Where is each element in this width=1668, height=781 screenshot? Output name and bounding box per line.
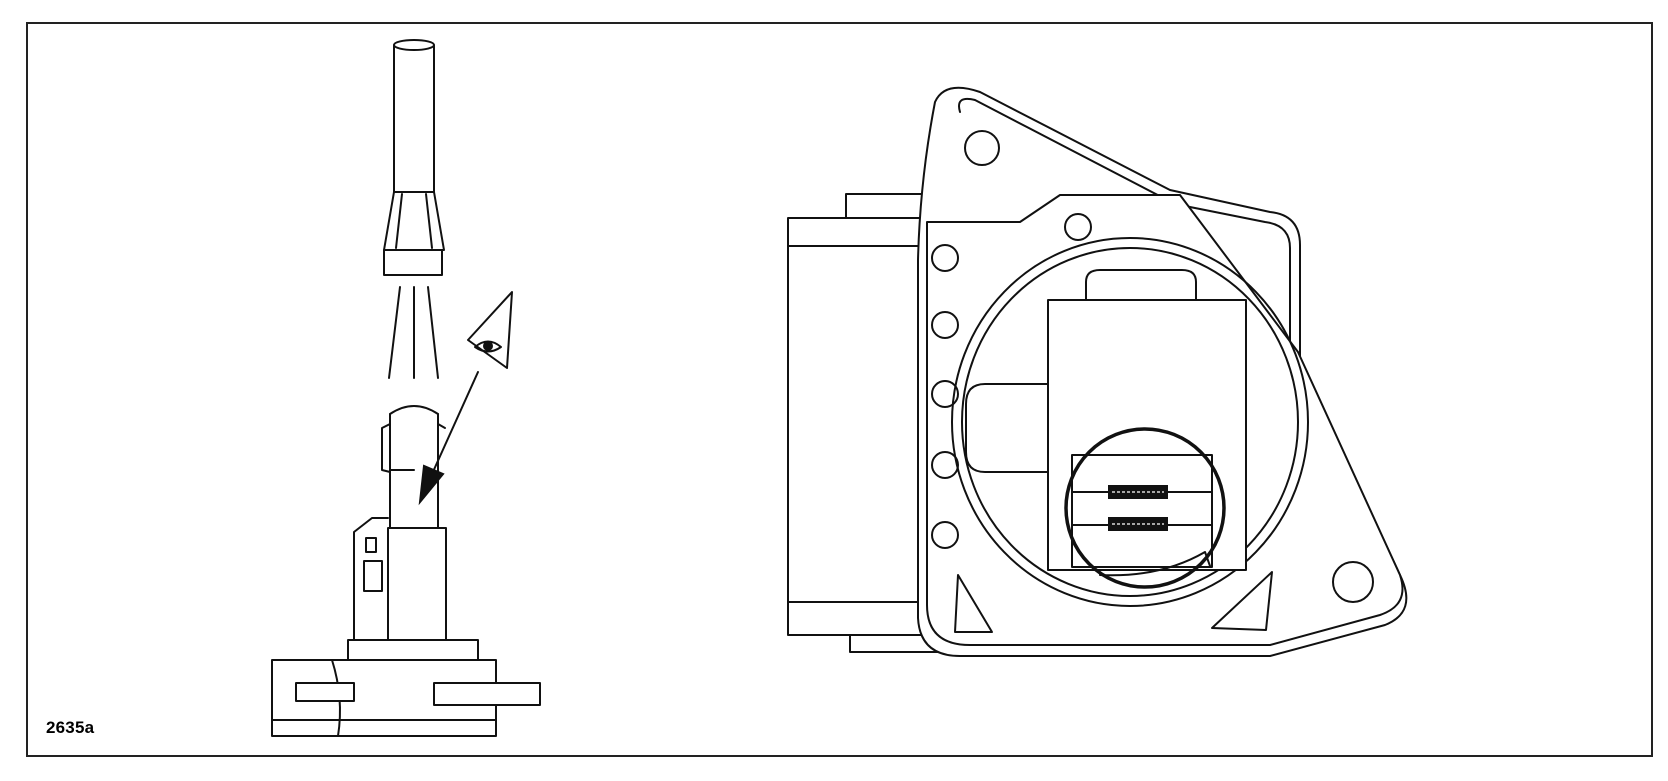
sensor-front-view [787,86,1408,657]
light-beam [388,286,439,379]
eye-icon [467,291,513,369]
arrow-icon [418,371,479,506]
diagram-frame [26,22,1653,757]
sensor-side-view [271,405,541,737]
figure-id-label: 2635a [46,718,95,737]
magnifier-circle-icon [1064,427,1226,589]
flashlight-icon [383,39,445,276]
